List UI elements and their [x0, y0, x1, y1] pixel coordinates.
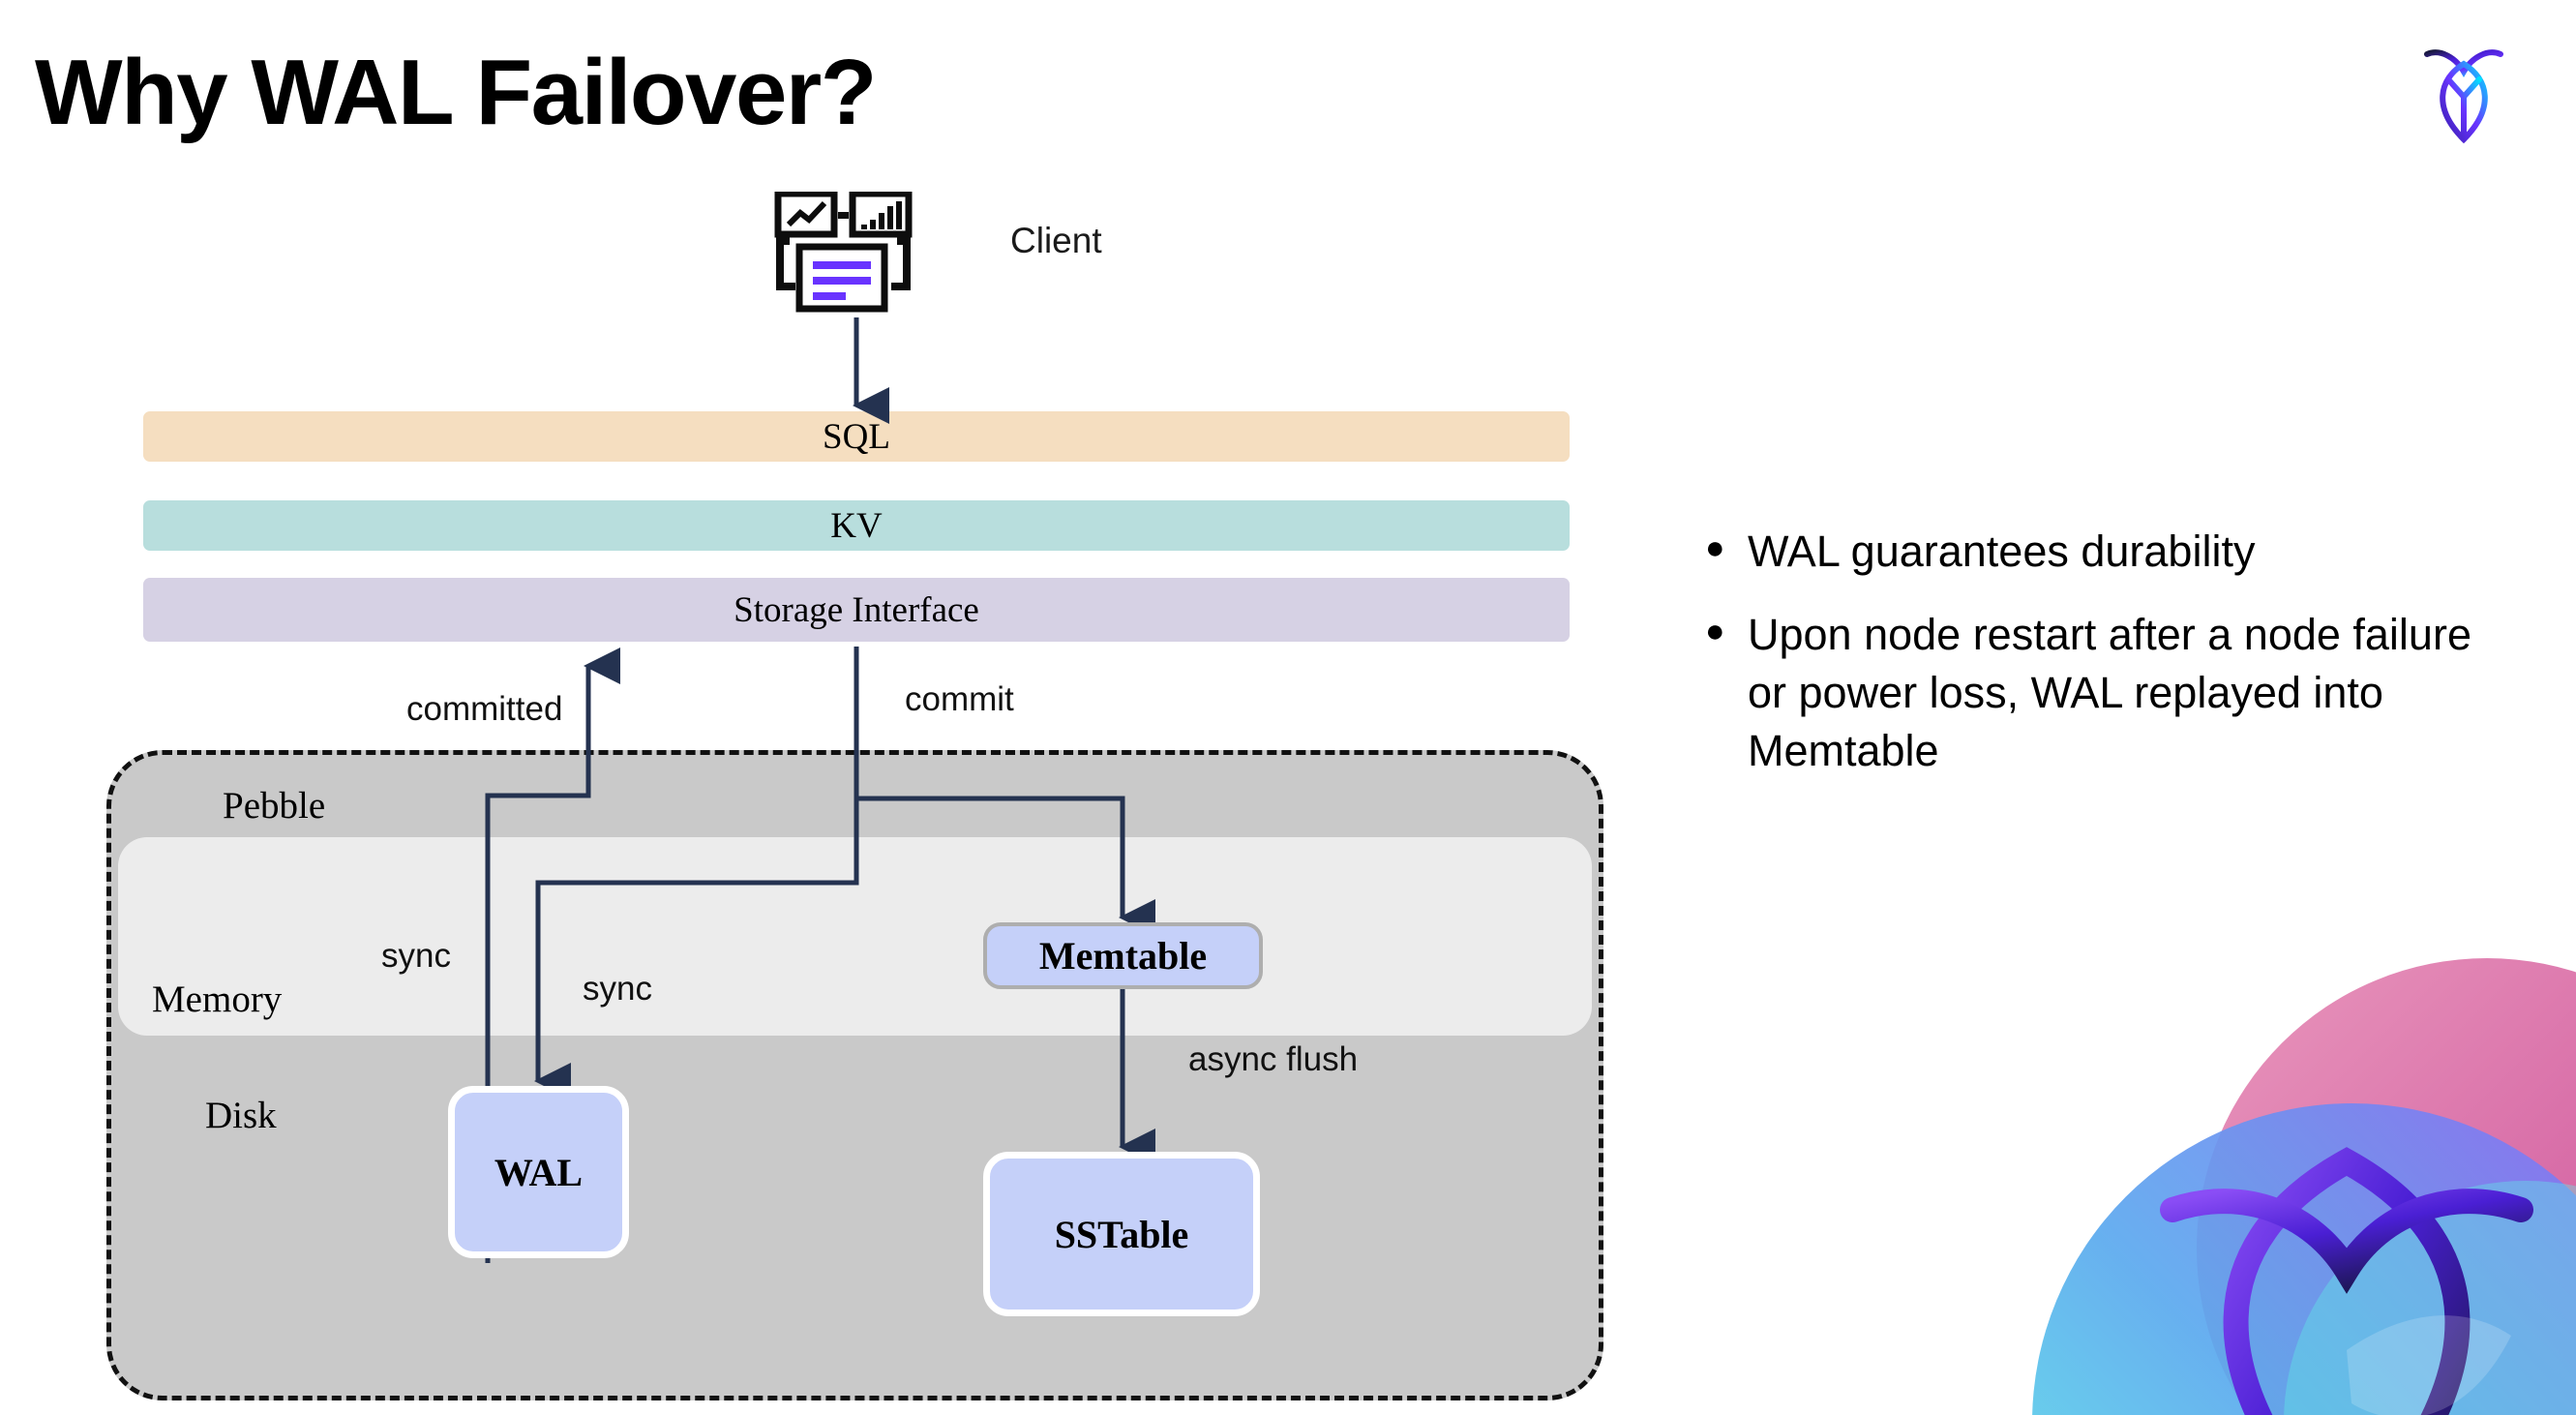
memory-label: Memory	[152, 978, 283, 1020]
disk-label: Disk	[205, 1095, 277, 1136]
layer-bar-kv: KV	[143, 500, 1570, 551]
pebble-label: Pebble	[223, 785, 326, 827]
bullet-marker-icon: ●	[1705, 529, 1725, 566]
page-title: Why WAL Failover?	[35, 41, 877, 144]
edge-label-sync-in: sync	[583, 970, 652, 1008]
bullet-text: WAL guarantees durability	[1748, 527, 2256, 576]
edge-label-commit: commit	[905, 680, 1014, 718]
memory-region	[118, 837, 1592, 1036]
client-dashboard-icon	[774, 190, 929, 319]
node-memtable: Memtable	[983, 922, 1263, 989]
client-label: Client	[1010, 221, 1102, 260]
node-memtable-label: Memtable	[1038, 934, 1208, 978]
layer-bar-storage-interface: Storage Interface	[143, 578, 1570, 642]
layer-bar-kv-label: KV	[830, 505, 883, 546]
bullet-text: Upon node restart after a node failure o…	[1748, 609, 2471, 775]
edge-label-committed: committed	[406, 690, 563, 728]
bullet-marker-icon: ●	[1705, 612, 1725, 649]
layer-bar-storage-interface-label: Storage Interface	[734, 589, 979, 630]
edge-label-sync-out: sync	[381, 937, 451, 975]
node-wal-label: WAL	[494, 1150, 584, 1194]
node-sstable-label: SSTable	[1054, 1212, 1189, 1256]
layer-bar-sql-label: SQL	[823, 416, 890, 457]
node-wal: WAL	[448, 1086, 629, 1258]
bullet-list: ● WAL guarantees durability ● Upon node …	[1705, 523, 2508, 804]
node-sstable: SSTable	[983, 1152, 1260, 1316]
list-item: ● WAL guarantees durability	[1705, 523, 2508, 581]
edge-label-async-flush: async flush	[1188, 1040, 1359, 1078]
cockroachdb-logo-icon	[2411, 33, 2516, 145]
layer-bar-sql: SQL	[143, 411, 1570, 462]
decorative-brand-graphic	[1945, 919, 2576, 1415]
list-item: ● Upon node restart after a node failure…	[1705, 606, 2508, 780]
